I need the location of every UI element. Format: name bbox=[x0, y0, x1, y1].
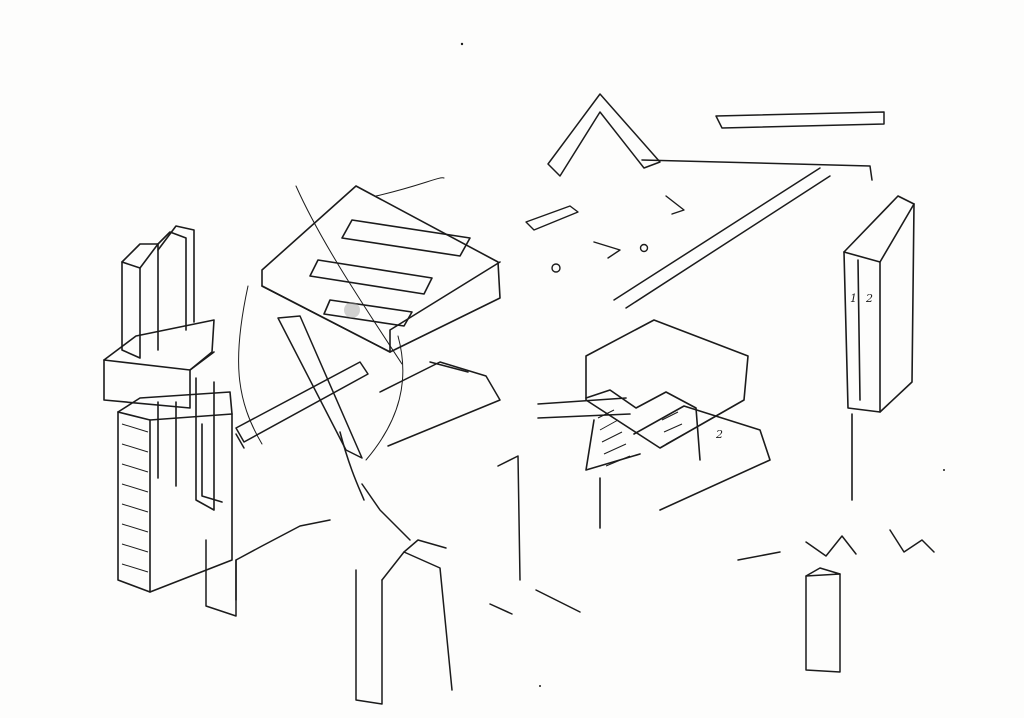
split-post-with-tenons bbox=[103, 225, 233, 593]
small-loose-pieces bbox=[525, 195, 685, 273]
long-diagonal-beam bbox=[547, 93, 885, 309]
slotted-board bbox=[261, 185, 501, 353]
label-1: 1 bbox=[850, 292, 857, 305]
right-joint-hatching bbox=[597, 409, 685, 467]
lower-right-small-posts bbox=[489, 455, 935, 673]
hatched-exploded-joint bbox=[537, 319, 771, 529]
construction-arcs bbox=[238, 177, 445, 461]
label-2-joint: 2 bbox=[715, 428, 723, 441]
graphite-smudge bbox=[344, 302, 360, 318]
lower-center-joint-pieces bbox=[205, 431, 453, 705]
tall-right-post bbox=[843, 195, 915, 501]
diagonal-cross-brace bbox=[235, 315, 501, 459]
left-post-hatching bbox=[121, 423, 149, 573]
label-2: 2 bbox=[865, 292, 873, 305]
paper-specks bbox=[460, 42, 945, 687]
